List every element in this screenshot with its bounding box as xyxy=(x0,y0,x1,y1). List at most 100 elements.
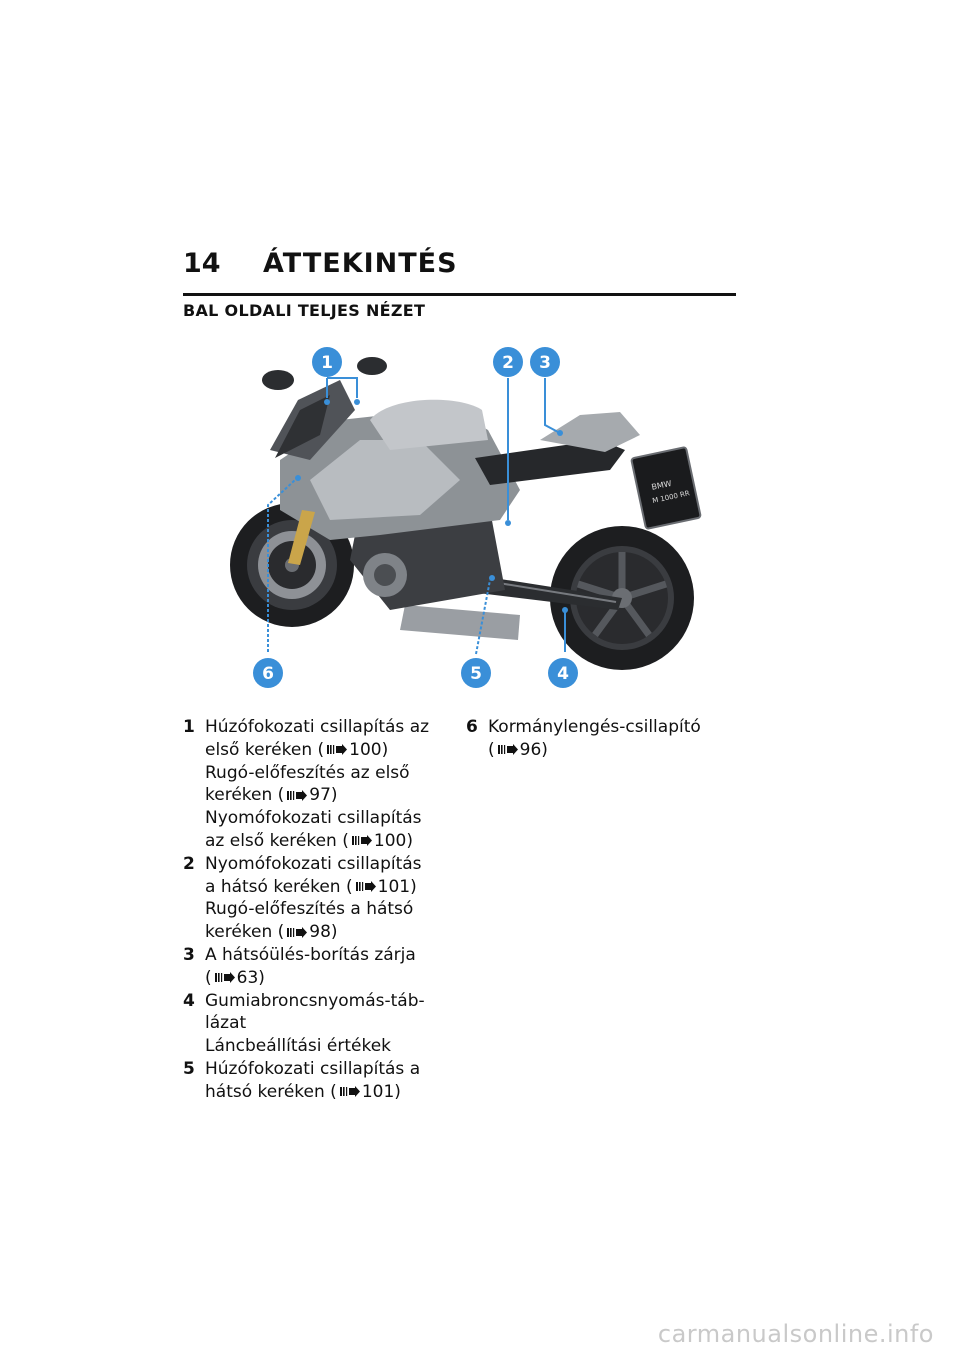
callout-6: 6 xyxy=(253,658,283,688)
page-reference[interactable]: (101) xyxy=(325,1082,401,1102)
watermark: carmanualsonline.info xyxy=(657,1320,934,1348)
legend-text: Húzófokozati csillapítás a xyxy=(205,1058,421,1079)
legend-line: Húzófokozati csillapítás a xyxy=(205,1058,453,1081)
reference-paren: ( xyxy=(324,1081,337,1102)
reference-paren: ( xyxy=(336,830,349,851)
legend-line: a hátsó keréken (101) xyxy=(205,876,453,899)
legend-text: keréken xyxy=(205,785,273,806)
callout-3: 3 xyxy=(530,347,560,377)
legend-number: 4 xyxy=(183,990,195,1011)
reference-page-number: 101) xyxy=(361,1081,401,1102)
callout-4: 4 xyxy=(548,658,578,688)
legend-line: Nyomófokozati csillapítás xyxy=(205,807,453,830)
page-reference[interactable]: (63) xyxy=(205,968,265,988)
svg-text:1: 1 xyxy=(321,353,333,373)
legend-line: Kormánylengés-csillapító xyxy=(488,716,736,739)
legend-text: lázat xyxy=(205,1013,247,1034)
page-header: 14 ÁTTEKINTÉS xyxy=(183,248,458,279)
page-reference-arrow-icon xyxy=(355,881,376,893)
reference-paren: ( xyxy=(312,739,325,760)
svg-text:6: 6 xyxy=(262,664,274,684)
legend-line: Húzófokozati csillapítás az xyxy=(205,716,453,739)
reference-page-number: 97) xyxy=(309,785,338,806)
legend-line: első keréken (100) xyxy=(205,739,453,762)
legend-line: Gumiabroncsnyomás-táb- xyxy=(205,990,453,1013)
legend-text: a hátsó keréken xyxy=(205,876,341,897)
callout-5: 5 xyxy=(461,658,491,688)
page-reference-arrow-icon xyxy=(327,744,348,756)
page-reference[interactable]: (100) xyxy=(337,831,413,851)
legend-item-3: 3 A hátsóülés-borítás zárja (63) xyxy=(183,944,453,990)
reference-page-number: 100) xyxy=(373,830,413,851)
legend-line: Nyomófokozati csillapítás xyxy=(205,853,453,876)
header-rule xyxy=(183,293,736,296)
reference-page-number: 98) xyxy=(309,922,338,943)
legend-line: A hátsóülés-borítás zárja xyxy=(205,944,453,967)
chapter-title: ÁTTEKINTÉS xyxy=(263,248,458,279)
reference-paren: ( xyxy=(272,922,285,943)
legend-line: Rugó-előfeszítés az első xyxy=(205,762,453,785)
legend-number: 1 xyxy=(183,717,195,737)
legend-text: Gumiabroncsnyomás-táb- xyxy=(205,990,425,1011)
callout-1: 1 xyxy=(312,347,342,377)
page-reference[interactable]: (98) xyxy=(272,922,338,943)
page-reference-arrow-icon xyxy=(214,972,235,984)
section-title: BAL OLDALI TELJES NÉZET xyxy=(183,301,426,320)
reference-page-number: 96) xyxy=(519,739,548,760)
page-number: 14 xyxy=(183,248,221,279)
legend-line: Láncbeállítási értékek xyxy=(205,1035,453,1058)
legend-line: hátsó keréken (101) xyxy=(205,1081,453,1104)
page-reference[interactable]: (97) xyxy=(272,785,338,806)
motorcycle-illustration: BMW M 1000 RR 1 2 3 4 5 xyxy=(230,347,702,688)
legend-line: Rugó-előfeszítés a hátsó xyxy=(205,898,453,921)
page-reference-arrow-icon xyxy=(497,744,518,756)
legend-text: Rugó-előfeszítés az első xyxy=(205,762,410,783)
legend-text: Láncbeállítási értékek xyxy=(205,1036,392,1057)
page-reference[interactable]: (100) xyxy=(312,740,388,760)
reference-page-number: 63) xyxy=(236,967,265,988)
legend-line: (63) xyxy=(205,967,453,990)
legend-number: 2 xyxy=(183,853,195,874)
legend-line: lázat xyxy=(205,1012,453,1035)
page-reference-arrow-icon xyxy=(339,1086,360,1098)
svg-text:2: 2 xyxy=(502,353,514,373)
legend-text: keréken xyxy=(205,922,273,943)
legend-line: (96) xyxy=(488,739,736,762)
reference-paren: ( xyxy=(340,876,353,897)
legend-line: keréken (98) xyxy=(205,921,453,944)
license-plate: BMW M 1000 RR xyxy=(630,446,702,530)
legend-text: A hátsóülés-borítás zárja xyxy=(205,944,416,965)
legend-text: első keréken xyxy=(205,739,313,760)
legend-text: Húzófokozati csillapítás az xyxy=(205,717,430,737)
legend-number: 6 xyxy=(466,717,478,737)
reference-page-number: 100) xyxy=(349,739,389,760)
callout-2: 2 xyxy=(493,347,523,377)
reference-paren: ( xyxy=(488,739,495,760)
legend-number: 5 xyxy=(183,1058,195,1079)
page-reference-arrow-icon xyxy=(351,835,372,847)
legend-line: az első keréken (100) xyxy=(205,830,453,853)
reference-page-number: 101) xyxy=(377,876,417,897)
legend-text: Kormánylengés-csillapító xyxy=(488,717,701,737)
svg-text:4: 4 xyxy=(557,664,569,684)
page-reference-arrow-icon xyxy=(287,926,308,938)
legend-line: keréken (97) xyxy=(205,784,453,807)
page-reference-arrow-icon xyxy=(287,789,308,801)
page-reference[interactable]: (96) xyxy=(488,740,548,760)
svg-text:3: 3 xyxy=(539,353,551,373)
svg-text:5: 5 xyxy=(470,664,482,684)
legend-text: Rugó-előfeszítés a hátsó xyxy=(205,899,414,920)
legend-text: Nyomófokozati csillapítás xyxy=(205,853,422,874)
legend-number: 3 xyxy=(183,944,195,965)
plate-line-1: BMW xyxy=(651,479,673,492)
page-reference[interactable]: (101) xyxy=(341,877,417,897)
legend-text: Nyomófokozati csillapítás xyxy=(205,808,422,829)
legend-text: hátsó keréken xyxy=(205,1081,325,1102)
